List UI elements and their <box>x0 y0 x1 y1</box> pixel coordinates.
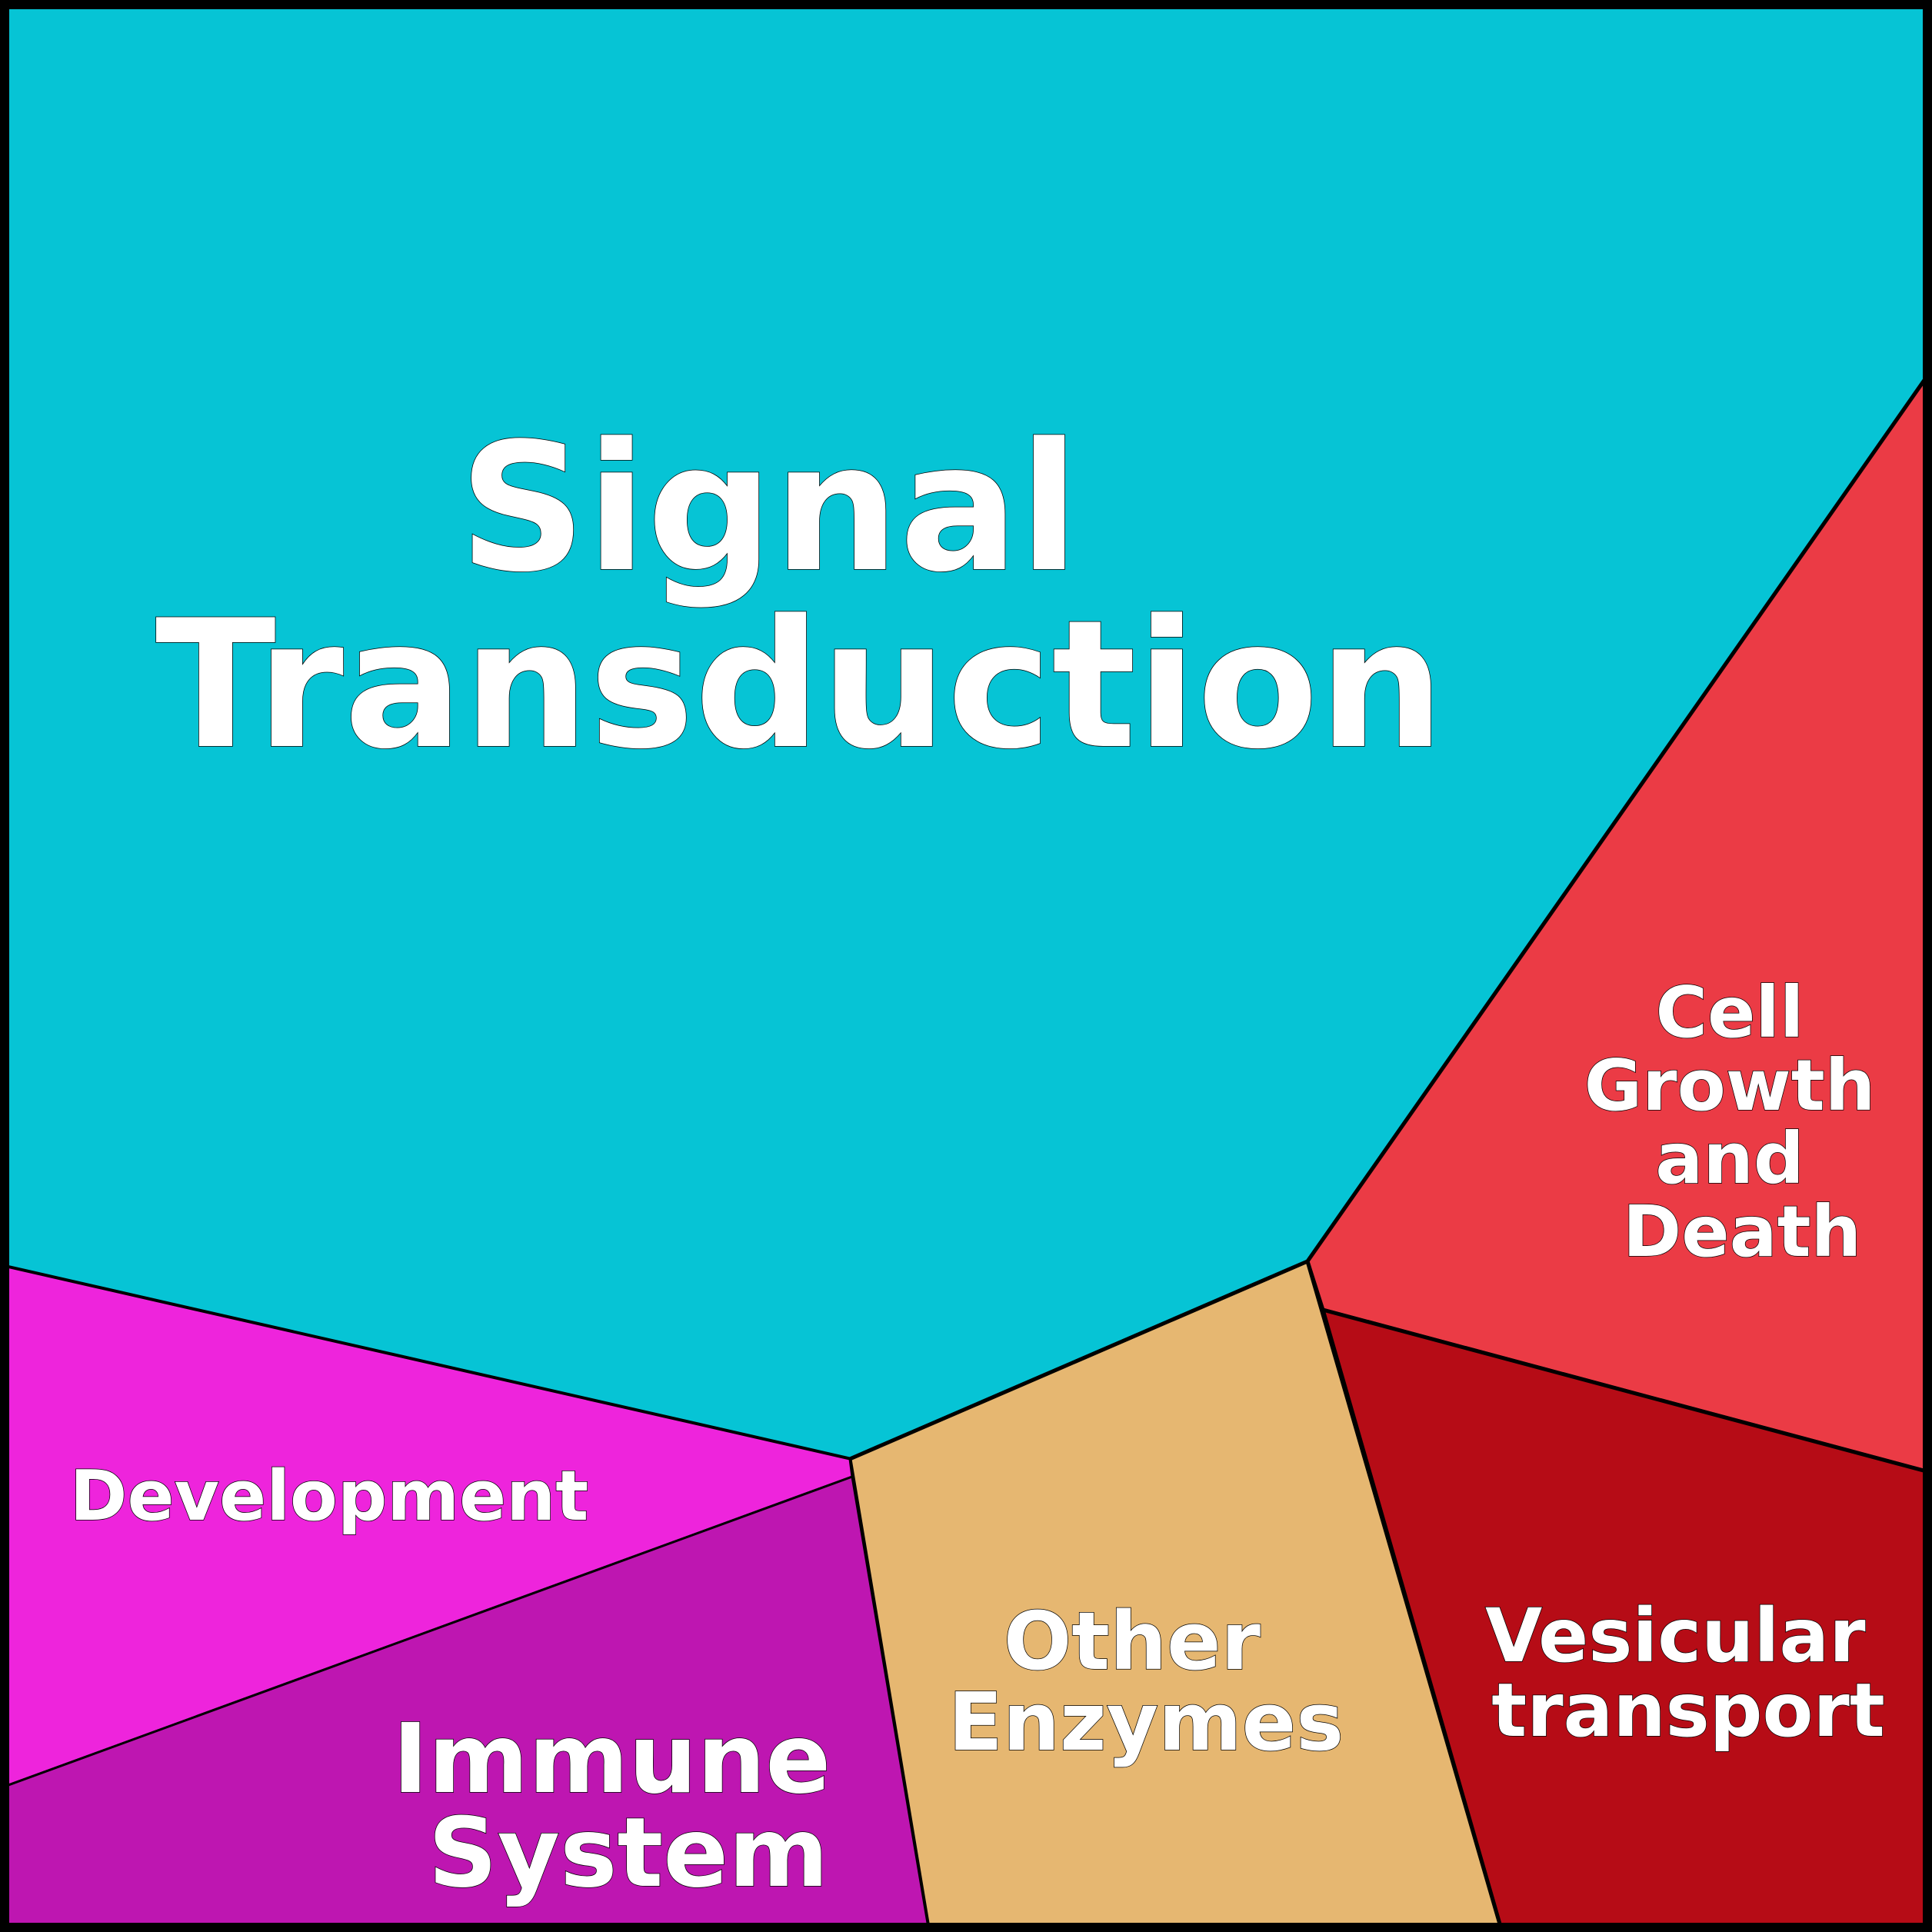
label-development: Development <box>70 1456 588 1537</box>
label-line: and <box>1655 1118 1804 1200</box>
label-signal-transduction: Signal Transduction <box>155 406 1444 788</box>
label-cell-growth-and-death: Cell Growth and Death <box>1584 971 1900 1273</box>
label-line: Death <box>1623 1191 1861 1273</box>
label-line: Growth <box>1584 1044 1876 1127</box>
label-line: Transduction <box>155 583 1444 788</box>
region-immune-system[interactable] <box>0 1475 931 1932</box>
label-line: Other <box>1004 1594 1261 1688</box>
label-line: transport <box>1491 1667 1884 1754</box>
label-line: Cell <box>1655 971 1804 1054</box>
label-line: Vesicular <box>1485 1593 1866 1679</box>
label-other-enzymes: Other Enzymes <box>948 1594 1344 1769</box>
label-line: Signal <box>459 406 1080 611</box>
label-vesicular-transport: Vesicular transport <box>1485 1593 1891 1754</box>
label-immune-system: Immune System <box>392 1704 864 1909</box>
label-line: Immune <box>392 1704 831 1815</box>
label-line: Enzymes <box>948 1675 1344 1769</box>
label-line: System <box>428 1797 829 1909</box>
label-line: Development <box>70 1456 588 1537</box>
